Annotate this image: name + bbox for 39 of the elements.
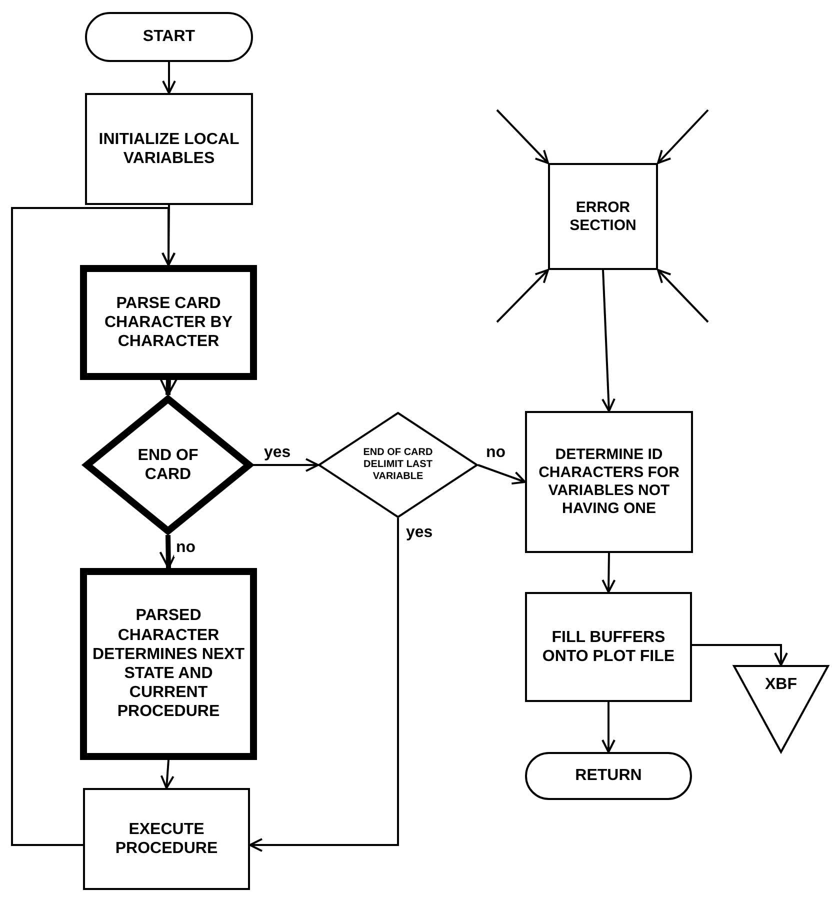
arrow — [657, 269, 709, 323]
arrow — [162, 205, 176, 266]
process-box — [548, 163, 658, 270]
process-box — [80, 265, 257, 380]
arrow — [160, 760, 174, 789]
decision-diamond — [318, 412, 478, 518]
arrow — [602, 270, 616, 412]
node-label: RETURN — [574, 766, 643, 786]
node-label: INITIALIZE LOCAL VARIABLES — [98, 130, 240, 168]
node-label: PARSE CARD CHARACTER BY CHARACTER — [104, 294, 234, 352]
node-label: START — [142, 27, 196, 47]
process-box — [525, 592, 692, 702]
arrow — [602, 552, 616, 593]
node-label: ERROR SECTION — [568, 198, 638, 234]
process-box — [80, 568, 257, 760]
arrow — [496, 109, 549, 164]
arrow — [253, 458, 319, 472]
arrow — [159, 534, 178, 569]
arrow — [496, 269, 549, 323]
connector-triangle — [733, 665, 829, 753]
arrow — [249, 518, 399, 852]
node-label: END OF CARD — [136, 446, 200, 484]
arrow — [11, 207, 176, 846]
process-box — [83, 788, 250, 890]
node-label: XBF — [764, 675, 798, 694]
process-box — [525, 411, 693, 553]
arrow — [162, 62, 176, 94]
arrow — [657, 109, 709, 164]
node-label: EXECUTE PROCEDURE — [114, 820, 219, 858]
arrow — [602, 702, 616, 753]
arrow — [478, 464, 526, 485]
process-box — [85, 93, 253, 205]
arrow — [160, 378, 178, 396]
node-label: DETERMINE ID CHARACTERS FOR VARIABLES NOT HAVING ONE — [538, 446, 680, 518]
node-label: END OF CARD DELIMIT LAST VARIABLE — [362, 447, 434, 483]
arrow — [692, 644, 788, 666]
node-label: FILL BUFFERS ONTO PLOT FILE — [541, 628, 676, 666]
decision-diamond — [83, 395, 253, 535]
node-label: PARSED CHARACTER DETERMINES NEXT STATE AND CURRENT PROCEDURE — [91, 606, 246, 722]
